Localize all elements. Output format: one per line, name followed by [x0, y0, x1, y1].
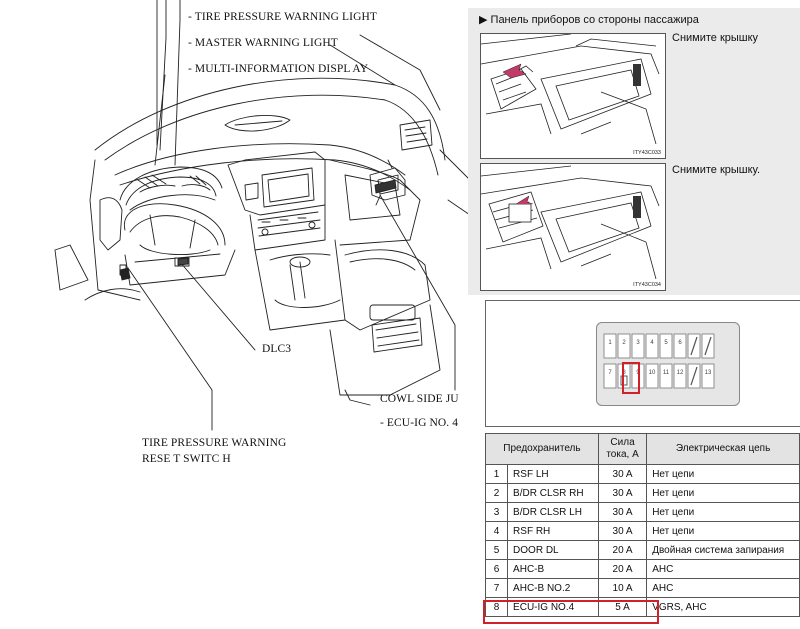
fuse-amperage: 10 A: [597, 578, 648, 598]
col-amp: Сила тока, А: [597, 433, 648, 465]
callout-ecu-ig-no4: - ECU-IG NO. 4: [380, 417, 459, 429]
fuse-number: 4: [484, 521, 509, 541]
fuse-cover-illustration: [480, 165, 660, 280]
fuse-slot-label: 6: [678, 340, 682, 346]
fuse-slot-label: 11: [663, 370, 670, 376]
step2-illustration: ITY43C034: [480, 163, 666, 291]
fuse-slot-label: 1: [608, 340, 612, 346]
blank-slot-mark: [690, 366, 698, 386]
fuse-table: Предохранитель Сила тока, А Электрическа…: [484, 433, 800, 617]
callout-multi-info-display: - MULTI-INFORMATION DISPL AY: [188, 63, 369, 75]
callout-cowl-side-junction: COWL SIDE JU: [380, 393, 459, 405]
fuse-slot-label: 12: [677, 370, 684, 376]
callout-tire-reset-switch-line2: RESE T SWITC H: [142, 453, 231, 465]
fuse-number: 5: [484, 540, 509, 560]
fuse-slot-label: 13: [705, 370, 712, 376]
fuse-circuit: Нет цепи: [646, 502, 800, 522]
glovebox-cover-illustration: [480, 33, 660, 145]
fuse-slot-label: 7: [608, 370, 612, 376]
fuse-slot: [645, 363, 659, 389]
callout-tire-reset-switch-line1: TIRE PRESSURE WARNING: [142, 437, 287, 449]
fuse-circuit: AHC: [646, 578, 800, 598]
fuse-slot: [673, 333, 687, 359]
fuse-amperage: 30 A: [597, 521, 648, 541]
instruction-header-text: Панель приборов со стороны пассажира: [490, 14, 699, 26]
fuse-name: B/DR CLSR LH: [507, 502, 599, 522]
fuse-slot-label: 2: [622, 340, 626, 346]
col-fuse: Предохранитель: [485, 433, 599, 465]
fuse-slot: [617, 333, 631, 359]
fuse-slot: [603, 333, 617, 359]
callout-dlc3: DLC3: [262, 343, 292, 355]
dashboard-diagram: [54, 0, 475, 431]
blank-slot-mark: [704, 336, 712, 356]
instruction-header: ▶ Панель приборов со стороны пассажира: [479, 13, 699, 26]
step1-illustration: ITY43C033: [480, 33, 666, 159]
fuse-number: 3: [484, 502, 509, 522]
fuse-amperage: 30 A: [597, 483, 648, 503]
fuse-name: AHC-B: [507, 559, 599, 579]
fuse-amperage: 30 A: [597, 464, 648, 484]
fuse-slot: [659, 363, 673, 389]
fuse-name: AHC-B NO.2: [507, 578, 599, 598]
fuse-circuit: Нет цепи: [646, 483, 800, 503]
fuse-element: [620, 375, 628, 386]
fuse-name: ECU-IG NO.4: [507, 597, 599, 617]
fuse-circuit: Нет цепи: [646, 521, 800, 541]
fuse-slot: [701, 363, 715, 389]
fuse-circuit: Двойная система запирания: [646, 540, 800, 560]
callout-master-warning-light: - MASTER WARNING LIGHT: [188, 37, 338, 49]
step2-text: Снимите крышку.: [672, 164, 761, 176]
col-circuit: Электрическая цепь: [646, 433, 800, 465]
fuse-amperage: 30 A: [597, 502, 648, 522]
fuse-number: 7: [484, 578, 509, 598]
fuse-slot-label: 8: [622, 370, 626, 376]
fuse-amperage: 20 A: [597, 559, 648, 579]
fuse-slot: [645, 333, 659, 359]
fuse-circuit: Нет цепи: [646, 464, 800, 484]
fuse-amperage: 20 A: [597, 540, 648, 560]
fuse-name: RSF RH: [507, 521, 599, 541]
fuse-slot-label: 10: [649, 370, 656, 376]
step2-code: ITY43C034: [633, 282, 661, 288]
fuse-name: DOOR DL: [507, 540, 599, 560]
fuse-number: 6: [484, 559, 509, 579]
fuse-number: 1: [484, 464, 509, 484]
fuse-number: 8: [484, 597, 509, 617]
triangle-bullet-icon: ▶: [479, 14, 488, 26]
step1-code: ITY43C033: [633, 150, 661, 156]
fuse-name: RSF LH: [507, 464, 599, 484]
step1-text: Снимите крышку: [672, 32, 759, 44]
fuse-slot: [631, 363, 645, 389]
fuse-slot: [659, 333, 673, 359]
fuse-slot-label: 3: [636, 340, 640, 346]
blank-slot-mark: [690, 336, 698, 356]
fuse-amperage: 5 A: [597, 597, 648, 617]
fuse-slot-label: 4: [650, 340, 654, 346]
callout-tire-pressure-light: - TIRE PRESSURE WARNING LIGHT: [188, 11, 378, 23]
fuse-slot-label: 5: [664, 340, 668, 346]
fuse-slot: [673, 363, 687, 389]
fuse-name: B/DR CLSR RH: [507, 483, 599, 503]
fuse-circuit: VGRS, AHC: [646, 597, 800, 617]
fuse-slot: [631, 333, 645, 359]
fuse-slot: [603, 363, 617, 389]
fuse-circuit: AHC: [646, 559, 800, 579]
fuse-number: 2: [484, 483, 509, 503]
